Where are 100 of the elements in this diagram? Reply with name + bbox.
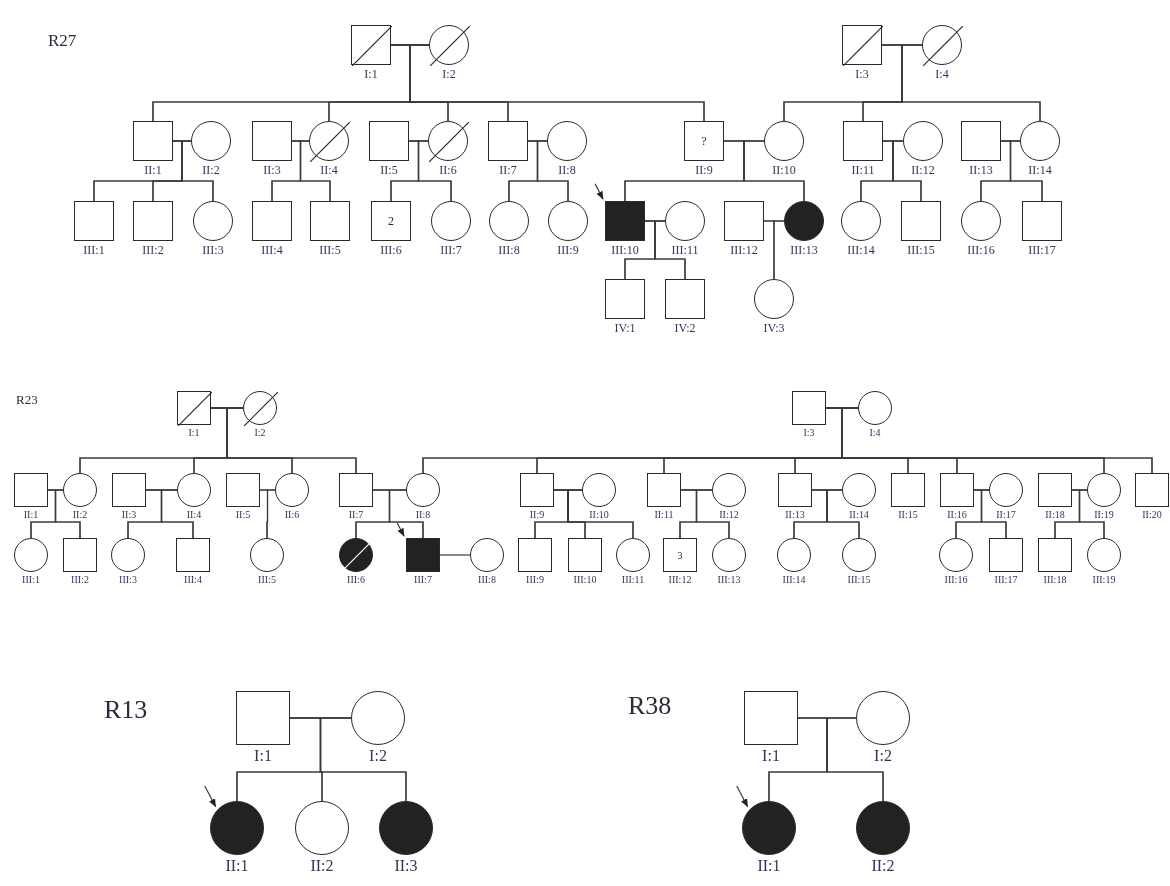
descent-line [1078,489,1105,539]
individual-id: I:4 [869,428,881,438]
symbol-text: 2 [388,213,394,230]
individual-id: II:19 [1094,510,1114,520]
individual-id: II:6 [284,510,300,520]
individual-id: II:2 [871,858,895,874]
male-square [665,279,705,319]
descent-line [266,489,276,539]
individual-id: II:4 [320,164,338,176]
male-square [989,538,1023,572]
individual-id: II:14 [849,510,869,520]
individual-id: III:14 [782,575,806,585]
individual-id: I:1 [364,68,378,80]
individual-id: III:13 [717,575,741,585]
female-circle [429,25,469,65]
male-square [891,473,925,507]
male-square [112,473,146,507]
symbol-text: 3 [677,548,683,563]
individual-id: II:7 [348,510,364,520]
descent-line [536,140,569,202]
individual-id: II:13 [969,164,993,176]
individual-id: II:3 [121,510,137,520]
individual-id: III:10 [611,244,639,256]
individual-id: III:3 [202,244,224,256]
descent-line [773,220,785,280]
male-square [252,121,292,161]
individual-id: II:8 [558,164,576,176]
male-square [310,201,350,241]
male-square [792,391,826,425]
individual-id: II:1 [225,858,249,874]
proband-arrow [594,183,604,200]
pedigree-title: R23 [16,391,38,409]
male-square [843,121,883,161]
male-square [605,201,645,241]
individual-id: III:12 [730,244,758,256]
female-circle [339,538,373,572]
individual-id: II:5 [380,164,398,176]
individual-id: III:14 [847,244,875,256]
descent-line [388,489,424,539]
individual-id: II:1 [757,858,781,874]
male-square [133,201,173,241]
pedigree-title: R38 [628,690,672,722]
individual-id: III:8 [498,244,520,256]
female-circle [428,121,468,161]
pedigree-title: R13 [104,694,148,726]
individual-id: I:1 [762,748,780,764]
male-square [663,538,697,572]
individual-id: III:9 [526,575,544,585]
individual-id: I:2 [369,748,387,764]
individual-id: III:11 [621,575,645,585]
descent-line [160,489,194,539]
male-square [940,473,974,507]
individual-id: II:9 [529,510,545,520]
proband-arrow [204,785,217,808]
individual-id: III:11 [671,244,699,256]
individual-id: II:6 [439,164,457,176]
individual-id: III:13 [790,244,818,256]
male-square [1038,538,1072,572]
male-square [961,121,1001,161]
male-square [406,538,440,572]
male-square [1135,473,1169,507]
descent-line [980,489,1007,539]
descent-line [695,489,730,539]
individual-id: II:4 [186,510,202,520]
individual-id: I:3 [803,428,815,438]
male-square [351,25,391,65]
individual-id: II:18 [1045,510,1065,520]
individual-id: III:6 [347,575,365,585]
individual-id: II:12 [719,510,739,520]
individual-id: III:1 [22,575,40,585]
female-circle [243,391,277,425]
descent-line [417,140,452,202]
individual-id: I:2 [874,748,892,764]
male-square [520,473,554,507]
individual-id: III:19 [1092,575,1116,585]
individual-id: II:15 [898,510,918,520]
individual-id: III:5 [319,244,341,256]
individual-id: I:3 [855,68,869,80]
descent-line [319,717,407,802]
individual-id: III:17 [994,575,1018,585]
male-square [226,473,260,507]
individual-id: III:6 [380,244,402,256]
individual-id: II:2 [72,510,88,520]
individual-id: III:16 [944,575,968,585]
individual-id: II:3 [263,164,281,176]
individual-id: II:1 [144,164,162,176]
individual-id: II:17 [996,510,1016,520]
male-square [1022,201,1062,241]
male-square [488,121,528,161]
individual-id: II:7 [499,164,517,176]
female-circle [309,121,349,161]
individual-id: III:4 [184,575,202,585]
individual-id: II:14 [1028,164,1052,176]
individual-id: IV:3 [763,322,785,334]
male-square [339,473,373,507]
individual-id: III:2 [142,244,164,256]
individual-id: II:8 [415,510,431,520]
individual-id: II:2 [310,858,334,874]
male-square [568,538,602,572]
individual-id: III:8 [478,575,496,585]
